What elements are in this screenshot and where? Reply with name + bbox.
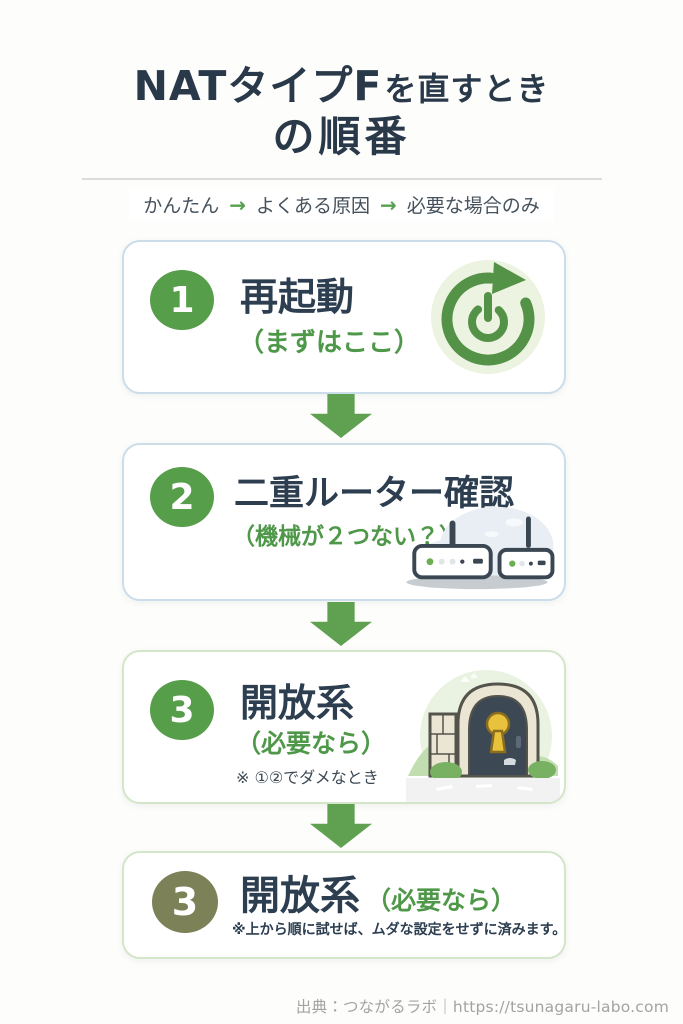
- down-arrow: [310, 804, 372, 848]
- title-divider: [82, 178, 602, 180]
- step-subtitle: （まずはここ）: [238, 322, 421, 359]
- down-arrow: [310, 394, 372, 438]
- step-subtitle: （必要なら）: [236, 724, 387, 760]
- arrow-right-icon: →: [229, 192, 246, 217]
- step-title: 開放系: [240, 681, 355, 725]
- title-line2: の順番: [272, 112, 411, 162]
- arrow-right-icon: →: [380, 192, 397, 217]
- step-card-port-open-summary: 3 開放系 （必要なら） ※上から順に試せば、ムダな設定をせずに済みます。: [122, 851, 566, 959]
- legend-item-only-if-needed: 必要な場合のみ: [406, 195, 540, 217]
- legend-bar: かんたん → よくある原因 → 必要な場合のみ: [0, 188, 683, 221]
- step-card-restart: 1 再起動 （まずはここ）: [122, 240, 566, 394]
- down-arrow: [310, 602, 372, 646]
- step-title: 開放系: [240, 873, 360, 919]
- step-card-double-router: 2 二重ルーター確認 （機械が２つない？）: [122, 443, 566, 601]
- title-suffix: を直すとき: [384, 70, 550, 108]
- step-caption: ※ ①②でダメなとき: [236, 764, 379, 788]
- step-number-badge: 3: [152, 871, 218, 933]
- source-credit: 出典：つながるラボ｜https://tsunagaru-labo.com: [295, 998, 669, 1016]
- restart-power-icon: [431, 260, 545, 374]
- page-title: NATタイプF を直すとき の順番: [0, 62, 683, 162]
- legend-item-common-cause: よくある原因: [255, 195, 370, 217]
- step-caption: ※上から順に試せば、ムダな設定をせずに済みます。: [232, 919, 564, 939]
- title-main: NATタイプF: [133, 62, 383, 110]
- step-subtitle: （必要なら）: [366, 886, 517, 915]
- step-subtitle: （機械が２つない？）: [232, 517, 462, 551]
- two-routers-illustration: [406, 506, 555, 590]
- step-card-port-open: 3 開放系 （必要なら） ※ ①②でダメなとき: [122, 650, 566, 804]
- step-title: 二重ルーター確認: [234, 474, 515, 514]
- legend-item-easy: かんたん: [143, 195, 220, 217]
- step-number-badge: 1: [150, 270, 214, 330]
- step-number-badge: 2: [150, 467, 214, 527]
- tunnel-gate-illustration: [406, 670, 560, 802]
- step-title: 再起動: [240, 275, 355, 319]
- step-number-badge: 3: [150, 680, 214, 740]
